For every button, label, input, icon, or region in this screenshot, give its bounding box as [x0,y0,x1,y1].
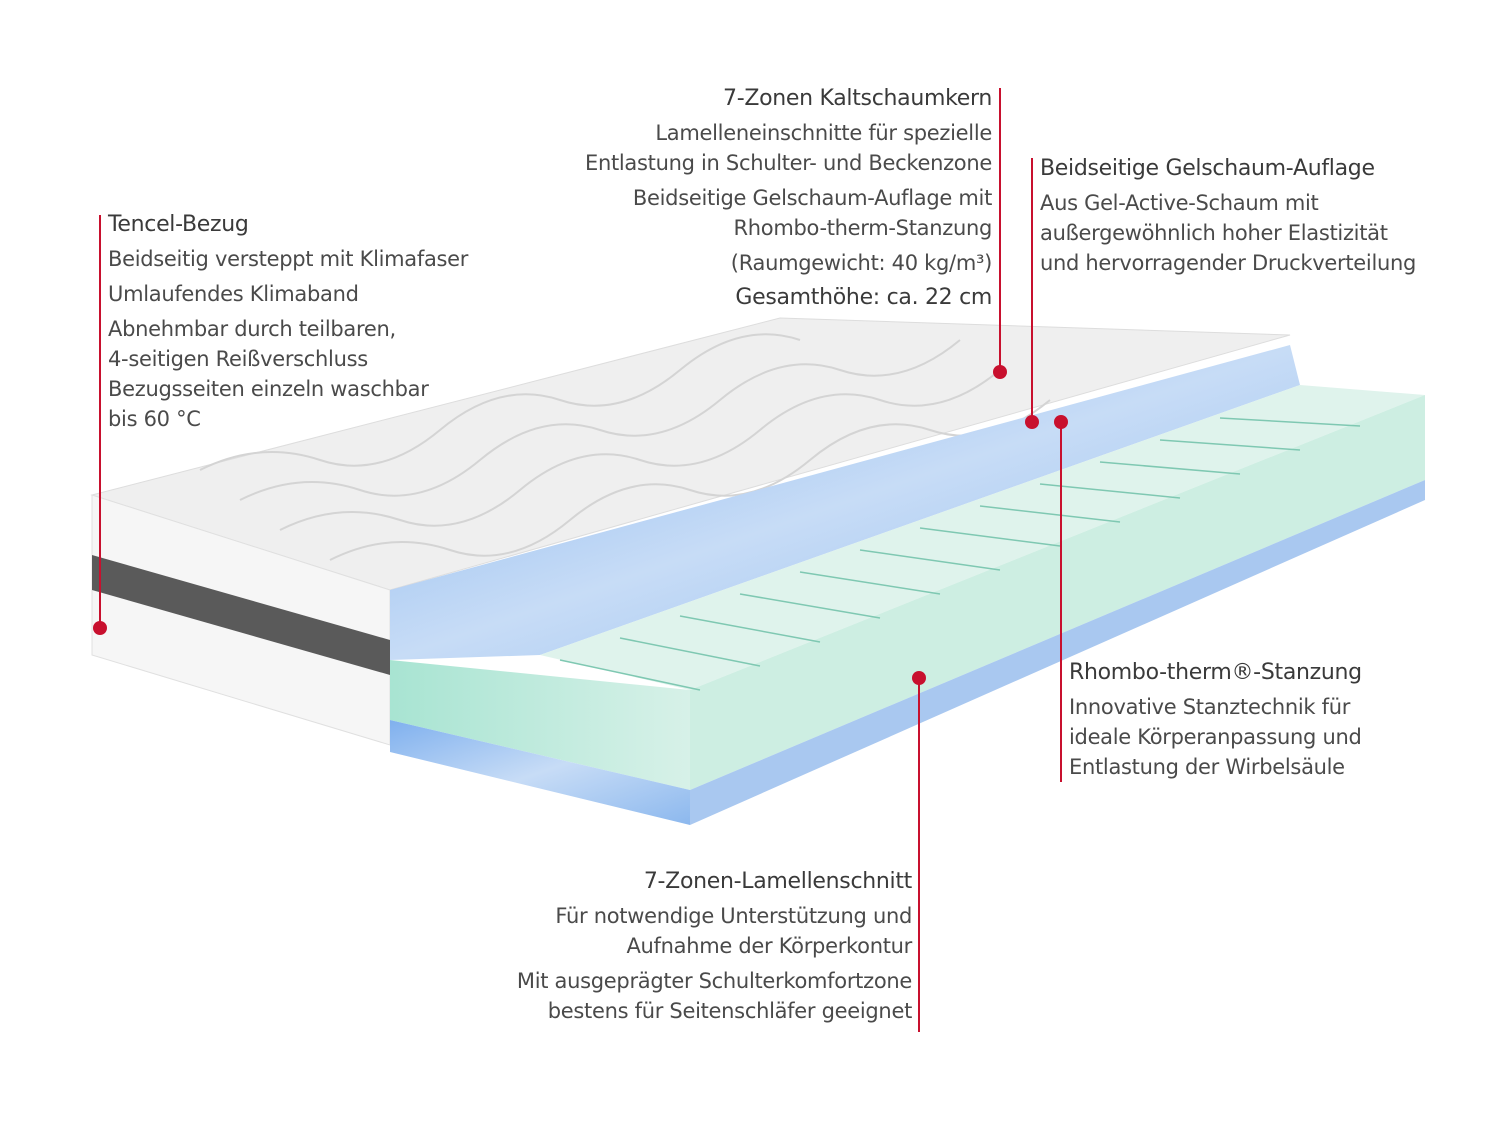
gel-bottom-front [390,720,690,825]
label-tencel: Tencel-Bezug Beidseitig versteppt mit Kl… [108,210,468,434]
callout-dot-lamellen [912,671,926,685]
callout-dot-kern [993,365,1007,379]
label-line: Für notwendige Unterstützung und [555,904,912,928]
label-kern: 7-Zonen Kaltschaumkern Lamelleneinschnit… [585,84,992,317]
label-rhombo: Rhombo-therm®-Stanzung Innovative Stanzt… [1069,658,1362,782]
callout-line-lamellen [918,678,920,1032]
label-title: Tencel-Bezug [108,212,249,237]
label-line: Bezugsseiten einzeln waschbar [108,377,429,401]
label-line: Aufnahme der Körperkontur [626,934,912,958]
label-gel: Beidseitige Gelschaum-Auflage Aus Gel-Ac… [1040,154,1416,278]
callout-dot-gel [1025,415,1039,429]
label-line: Umlaufendes Klimaband [108,282,359,306]
label-line: Entlastung in Schulter- und Beckenzone [584,151,992,175]
label-line: und hervorragender Druckverteilung [1040,251,1417,275]
label-line: Abnehmbar durch teilbaren, [108,317,396,341]
label-lamellen: 7-Zonen-Lamellenschnitt Für notwendige U… [517,867,912,1026]
label-title: Rhombo-therm®-Stanzung [1069,660,1362,685]
label-line: 4-seitigen Reißverschluss [108,347,368,371]
core-front [390,660,690,790]
label-title: 7-Zonen Kaltschaumkern [723,86,992,111]
label-line: Innovative Stanztechnik für [1069,695,1351,719]
core-top [540,385,1425,690]
label-title: 7-Zonen-Lamellenschnitt [643,869,912,894]
label-line: Beidseitig versteppt mit Klimafaser [108,247,469,271]
label-line: Aus Gel-Active-Schaum mit [1040,191,1319,215]
total-height: Gesamthöhe: ca. 22 cm [735,285,992,310]
label-line: Beidseitige Gelschaum-Auflage mit [632,186,992,210]
callout-dot-tencel [93,621,107,635]
label-line: Lamelleneinschnitte für spezielle [655,121,992,145]
label-line: außergewöhnlich hoher Elastizität [1040,221,1388,245]
callout-line-gel [1031,158,1033,422]
callout-dot-rhombo [1054,415,1068,429]
label-line: Rhombo-therm-Stanzung [733,216,992,240]
gel-bottom-side [690,480,1425,825]
callout-line-rhombo [1060,422,1062,782]
climate-band [92,555,390,675]
label-line: ideale Körperanpassung und [1069,725,1362,749]
gel-top-layer [390,345,1300,660]
callout-line-tencel [99,215,101,628]
label-title: Beidseitige Gelschaum-Auflage [1040,156,1375,181]
label-line: Entlastung der Wirbelsäule [1069,755,1345,779]
label-line: bestens für Seitenschläfer geeignet [547,999,913,1023]
label-line: Mit ausgeprägter Schulterkomfortzone [516,969,912,993]
core-side [690,395,1425,790]
label-line: (Raumgewicht: 40 kg/m³) [730,251,993,275]
label-line: bis 60 °C [108,407,201,431]
callout-line-kern [999,88,1001,372]
